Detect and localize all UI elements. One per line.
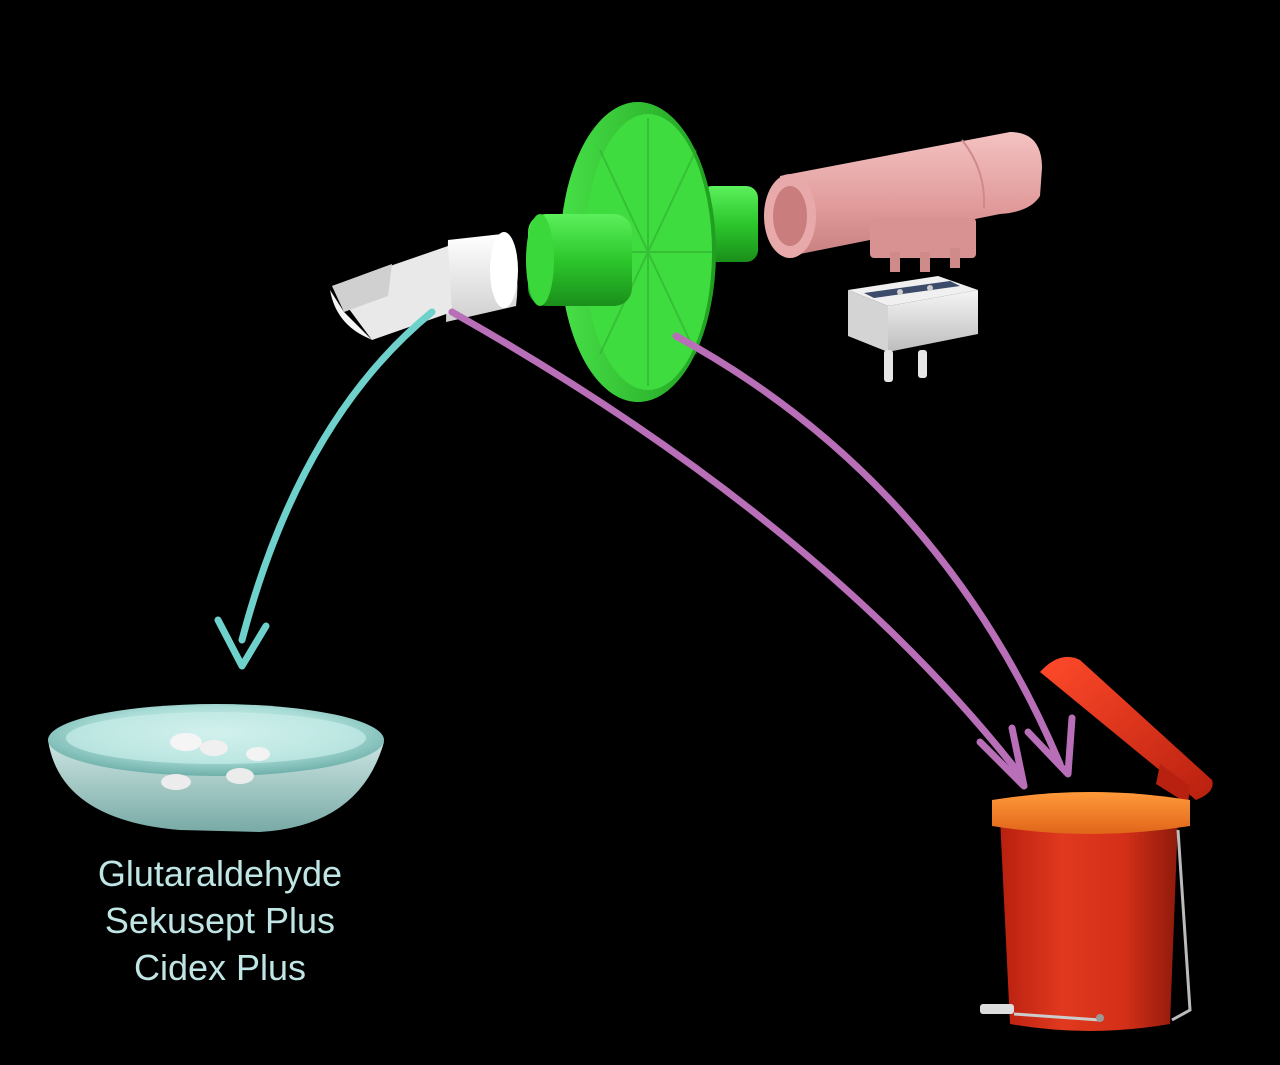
flow-sensor: [764, 132, 1042, 272]
arrow-head: [214, 616, 270, 670]
disinfectant-item-cidex-plus: Cidex Plus: [133, 947, 307, 988]
arrow-mouthpiece-to-disinfectant-bowl: [214, 308, 436, 670]
disinfectant-item-glutaraldehyde: Glutaraldehyde: [97, 853, 343, 894]
arrow-bacterial-viral-filter-to-waste-bin: [672, 332, 1076, 778]
arrow-shaft: [448, 308, 1022, 776]
mouthpiece: [330, 232, 518, 340]
arrow-shaft: [238, 308, 436, 644]
disinfectant-list: Glutaraldehyde Sekusept Plus Cidex Plus: [40, 850, 400, 991]
arrow-shaft: [672, 332, 1064, 768]
arrows: [214, 308, 1076, 790]
sensor-connector: [848, 276, 978, 382]
waste-bin: [980, 656, 1213, 1031]
arrow-head: [1024, 714, 1076, 778]
arrow-head: [976, 724, 1028, 790]
disinfectant-item-sekusept-plus: Sekusept Plus: [104, 900, 336, 941]
bacterial-viral-filter: [526, 102, 758, 402]
arrow-mouthpiece-to-waste-bin: [448, 308, 1028, 790]
disinfectant-bowl: [48, 704, 384, 832]
